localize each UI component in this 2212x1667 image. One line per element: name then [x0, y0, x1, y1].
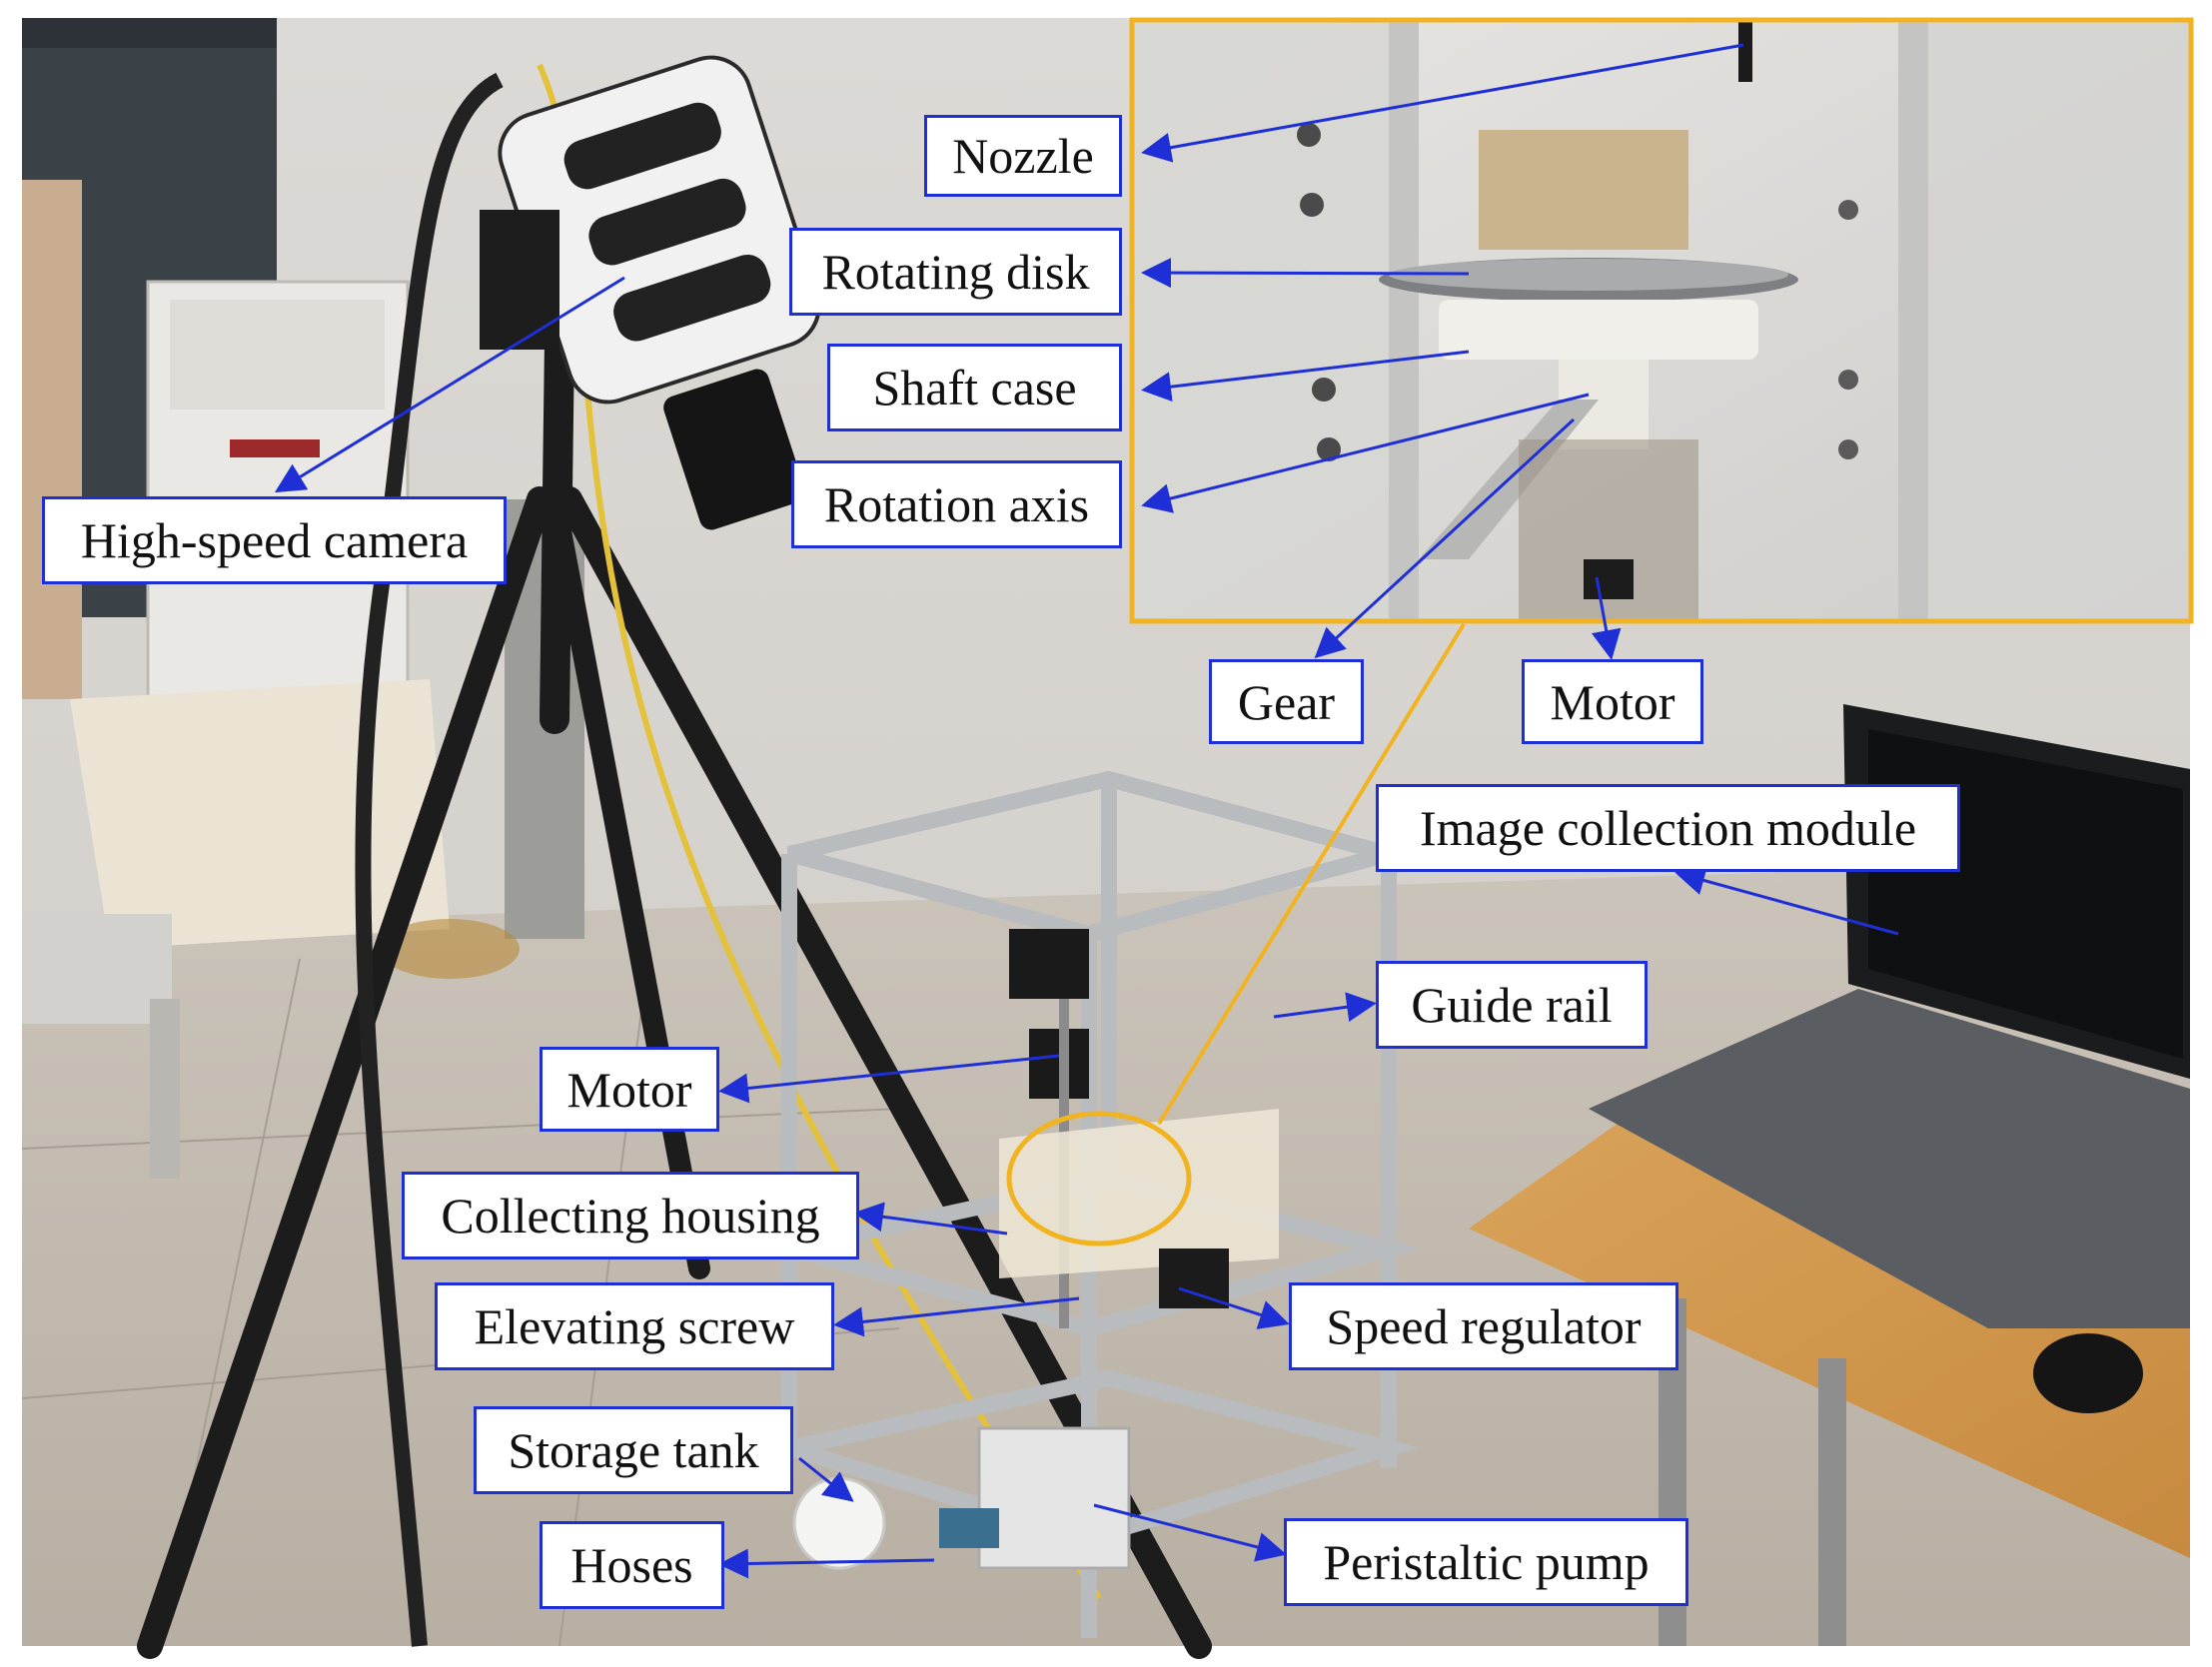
label-nozzle: Nozzle	[924, 115, 1122, 197]
label-rotation-axis: Rotation axis	[791, 460, 1122, 548]
zoom-callout	[1006, 622, 1466, 1247]
label-shaft-case: Shaft case	[827, 344, 1122, 431]
label-motor: Motor	[540, 1047, 719, 1132]
label-speed-regulator: Speed regulator	[1289, 1282, 1678, 1370]
label-gear: Gear	[1209, 659, 1364, 744]
annotation-arrows	[274, 43, 1899, 1579]
label-collecting-housing: Collecting housing	[402, 1172, 859, 1259]
label-storage-tank: Storage tank	[474, 1406, 793, 1494]
label-guide-rail: Guide rail	[1376, 961, 1648, 1049]
label-hoses: Hoses	[540, 1521, 724, 1609]
camera-cable	[355, 72, 504, 1647]
label-elevating-screw: Elevating screw	[435, 1282, 834, 1370]
test-rig-details	[792, 929, 1279, 1570]
label-high-speed-camera: High-speed camera	[42, 496, 507, 584]
inset-photo	[1129, 17, 2194, 624]
label-peristaltic-pump: Peristaltic pump	[1284, 1518, 1688, 1606]
label-image-collection-module: Image collection module	[1376, 784, 1960, 872]
label-motor-inset: Motor	[1522, 659, 1703, 744]
label-rotating-disk: Rotating disk	[789, 228, 1122, 316]
high-speed-camera	[480, 55, 821, 530]
